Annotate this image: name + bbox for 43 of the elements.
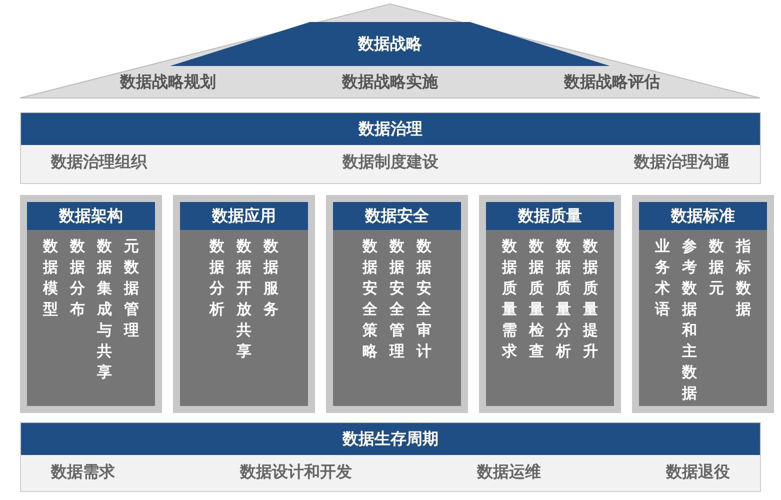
band-heading: 数据生存周期 [21,423,760,455]
vertical-item-label: 数据模型 [42,236,58,320]
vertical-item-label: 数据集成与共享 [96,236,112,383]
vertical-item-label: 数据安全管理 [389,236,405,362]
vertical-item-label: 数据质量提升 [582,236,598,362]
pillar-panel [479,195,621,413]
roof-heading: 数据战略 [356,34,423,55]
strategy-label: 数据战略规划 [120,70,216,94]
pillar-panel [326,195,468,413]
item-label: 数据退役 [666,455,730,489]
vertical-item-label: 业务术语 [654,236,670,320]
pillar-heading: 数据应用 [180,202,308,230]
vertical-item-label: 数据安全策略 [362,236,378,362]
vertical-item-label: 参考数据和主数据 [682,236,698,404]
pillar-heading: 数据安全 [333,202,461,230]
layer-band [20,422,761,492]
item-label: 数据运维 [477,455,541,489]
pillar-panel [173,195,315,413]
vertical-item-label: 数据安全审计 [416,236,432,362]
layer-band [20,112,761,184]
pillar-heading: 数据架构 [27,202,155,230]
strategy-label: 数据战略评估 [564,70,660,94]
pillar-panel [632,195,774,413]
vertical-item-label: 数据元 [708,236,724,299]
pillar-panel [20,195,162,413]
vertical-item-label: 数据质量分析 [556,236,572,362]
vertical-item-label: 数据分析 [209,236,225,320]
vertical-item-label: 数据开放共享 [236,236,252,362]
vertical-item-label: 数据质量需求 [502,236,518,362]
vertical-item-label: 数据服务 [263,236,279,320]
vertical-item-label: 数据分布 [70,236,86,320]
item-label: 数据设计和开发 [240,455,352,489]
item-label: 数据治理沟通 [634,145,730,179]
pillar-heading: 数据标准 [639,202,767,230]
vertical-item-label: 元数据管理 [124,236,140,341]
item-label: 数据制度建设 [342,145,438,179]
pillar-heading: 数据质量 [486,202,614,230]
strategy-label: 数据战略实施 [342,70,438,94]
vertical-item-label: 数据质量检查 [528,236,544,362]
item-label: 数据治理组织 [51,145,147,179]
band-heading: 数据治理 [21,113,760,145]
vertical-item-label: 指标数据 [736,236,752,320]
item-label: 数据需求 [51,455,115,489]
